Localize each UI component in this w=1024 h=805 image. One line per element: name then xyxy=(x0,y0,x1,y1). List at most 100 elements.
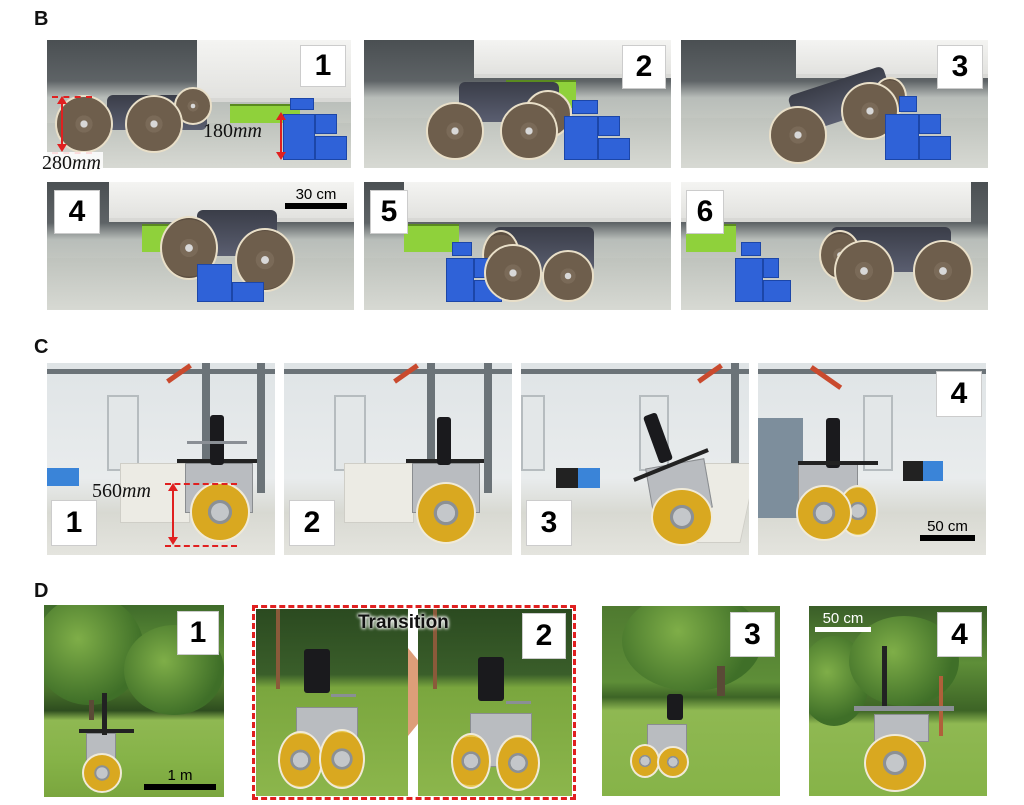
steel-column xyxy=(731,363,739,493)
transition-label: Transition xyxy=(358,612,449,633)
section-label-d: D xyxy=(34,580,49,602)
frame-number: 2 xyxy=(522,613,566,659)
wall-door xyxy=(107,395,139,471)
steel-column xyxy=(484,363,492,493)
frame-number: 4 xyxy=(54,190,100,234)
wheelchair-seat xyxy=(854,706,954,711)
blue-bag xyxy=(47,468,79,486)
blue-bag xyxy=(578,468,600,488)
frame-number: 3 xyxy=(937,45,983,89)
steel-beam xyxy=(284,369,512,374)
panel-b6: 6 xyxy=(681,182,988,310)
steel-column xyxy=(427,363,435,493)
step-block xyxy=(899,96,917,112)
step-block xyxy=(598,116,620,136)
step-block xyxy=(763,280,791,302)
robot-wheel xyxy=(190,482,250,542)
robot-wheel xyxy=(484,244,542,302)
storage-shelf xyxy=(758,418,803,518)
frame-number: 5 xyxy=(370,190,408,234)
step-height-arrow xyxy=(276,112,286,160)
step-block xyxy=(741,242,761,256)
robot-wheel xyxy=(657,746,689,778)
steel-column xyxy=(202,363,210,493)
wheelchair-backrest xyxy=(826,418,840,468)
height-value: 560 xyxy=(92,480,122,502)
wheel-diameter-value: 280 xyxy=(42,152,72,174)
panel-d2-right: 2 xyxy=(418,609,572,796)
frame-number: 1 xyxy=(51,500,97,546)
scalebar: 1 m xyxy=(144,767,216,790)
wheel-diameter-label: 280mm xyxy=(40,152,103,175)
panel-d1: 1 1 m xyxy=(44,605,224,797)
frame-number: 1 xyxy=(300,45,346,87)
scalebar-bar xyxy=(285,203,347,209)
panel-c1: 1 xyxy=(47,363,275,555)
robot-wheel xyxy=(834,240,894,302)
scalebar-bar xyxy=(144,784,216,790)
tree-trunk xyxy=(89,700,94,720)
panel-c2: 2 xyxy=(284,363,512,555)
dimension-line xyxy=(52,96,92,98)
robot-wheel xyxy=(496,735,540,791)
step-block xyxy=(283,114,315,160)
robot-wheel xyxy=(500,102,558,160)
robot-wheel xyxy=(416,482,476,544)
step-block xyxy=(885,114,919,160)
wheelchair-backrest xyxy=(210,415,224,465)
step-block xyxy=(735,258,763,302)
black-box xyxy=(556,468,578,488)
wheelchair-armrest xyxy=(187,441,247,444)
step-block xyxy=(919,136,951,160)
lamp-post xyxy=(433,609,437,689)
panel-b3: 3 xyxy=(681,40,988,168)
scalebar-label: 50 cm xyxy=(927,518,968,535)
wheelchair-seat xyxy=(79,729,134,733)
section-label-c: C xyxy=(34,336,49,358)
robot-wheel xyxy=(542,250,594,302)
blue-bag xyxy=(923,461,943,481)
panel-b4: 4 30 cm xyxy=(47,182,354,310)
step-height-unit: mm xyxy=(233,120,262,142)
step-height-label: 180mm xyxy=(203,120,262,143)
robot-wheel xyxy=(235,228,295,292)
robot-wheel xyxy=(319,729,365,789)
frame-number: 4 xyxy=(937,612,982,657)
steel-beam xyxy=(758,369,986,374)
wall-door xyxy=(521,395,545,471)
robot-wheel xyxy=(796,485,852,541)
step-height-value: 180 xyxy=(203,120,233,142)
wheel-diameter-arrow xyxy=(57,96,67,152)
step-block xyxy=(763,258,779,278)
robot-wheel xyxy=(278,731,323,789)
robot-wheel xyxy=(913,240,973,302)
frame-number: 2 xyxy=(622,45,666,89)
wheelchair-armrest xyxy=(331,694,356,697)
robot-wheel xyxy=(841,82,899,140)
step-block xyxy=(452,242,472,256)
transition-frame xyxy=(252,605,576,800)
scalebar: 50 cm xyxy=(920,518,975,541)
frame-number: 1 xyxy=(177,611,219,655)
wheelchair-post xyxy=(102,693,107,735)
scalebar-bar xyxy=(815,627,871,632)
panel-b2: 2 xyxy=(364,40,671,168)
projection-screen xyxy=(404,182,671,222)
black-box xyxy=(903,461,923,481)
scalebar-label: 1 m xyxy=(167,767,193,784)
wheelchair-armrest xyxy=(506,701,531,704)
height-arrow xyxy=(168,483,178,545)
wheelchair-backrest xyxy=(667,694,683,720)
frame-number: 3 xyxy=(526,500,572,546)
scalebar-bar xyxy=(920,535,975,541)
panel-b1: 1 xyxy=(47,40,351,168)
panel-c3: 3 xyxy=(521,363,749,555)
step-block xyxy=(232,282,264,302)
panel-d2-left xyxy=(256,609,408,796)
wall-door xyxy=(334,395,366,471)
robot-wheel xyxy=(125,95,183,153)
step-block xyxy=(572,100,598,114)
dimension-line xyxy=(165,545,237,547)
step-block xyxy=(919,114,941,134)
step-block xyxy=(598,138,630,160)
